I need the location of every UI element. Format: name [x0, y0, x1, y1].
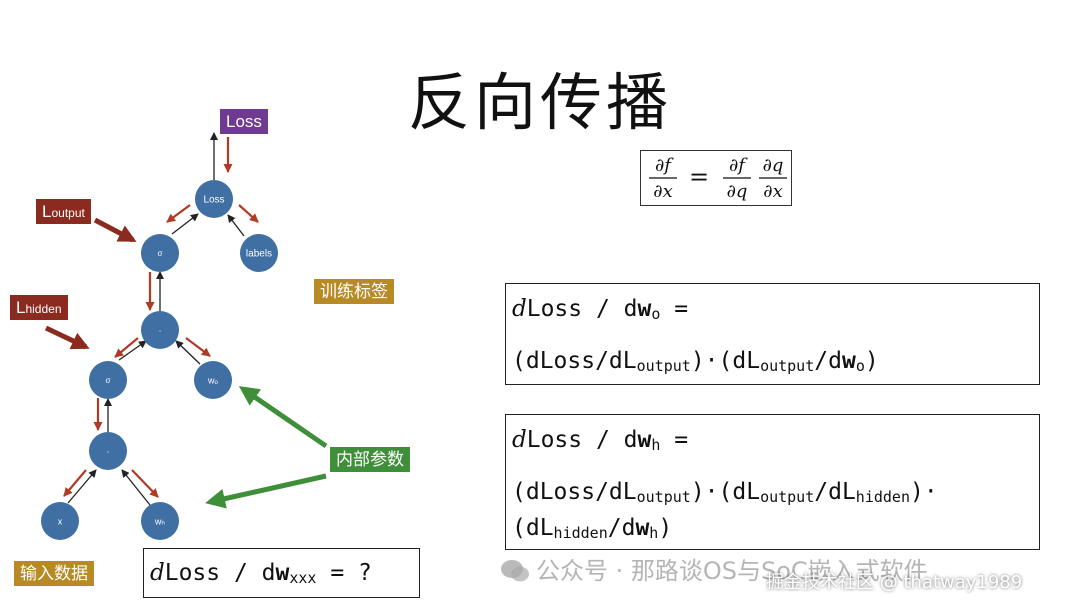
wechat-icon [500, 559, 530, 583]
internal-params-tag: 内部参数 [330, 447, 410, 472]
node-x-label: x [58, 516, 63, 526]
gradient-wo-line1: dLoss / dwo = [512, 296, 689, 323]
l-hidden-sub: hidden [25, 302, 62, 316]
loss-tag: Loss [220, 109, 268, 134]
r1-denominator: ∂q [727, 181, 748, 202]
gradient-wh-line1: dLoss / dwh = [512, 427, 689, 454]
grad-to-labels [238, 204, 259, 223]
grad-to-x [63, 469, 87, 497]
grad-to-sigma2 [114, 337, 139, 358]
pointer-l-hidden [44, 325, 90, 350]
r2-denominator: ∂x [763, 181, 782, 202]
node-wo-label: wₒ [207, 375, 218, 385]
input-data-tag: 输入数据 [14, 561, 94, 586]
r2-numerator: ∂q [763, 155, 784, 176]
equals-sign: = [689, 163, 709, 191]
label-pointers [44, 217, 137, 350]
gradient-xxx-box: dLoss / dwxxx = ? [143, 548, 420, 598]
lhs-numerator: ∂f [655, 155, 674, 176]
grad-to-wo [185, 337, 211, 357]
node-dot-mid-label: · [158, 326, 161, 337]
pointer-wo [238, 386, 328, 449]
juejin-watermark: 掘金技术社区 @ thatway1989 [766, 572, 1023, 593]
node-sigma-mid-label: σ [106, 376, 111, 385]
l-hidden-tag: Lhidden [10, 295, 68, 320]
l-hidden-main: L [16, 298, 26, 317]
gradient-wh-line2: (dLoss/dLoutput)·(dLoutput/dLhidden)· [512, 479, 938, 506]
chain-rule-formula: ∂f ∂x = ∂f ∂q ∂q ∂x [640, 150, 792, 206]
nodes: Loss σ labels · σ wₒ · x wₕ [41, 180, 278, 540]
l-output-sub: output [51, 206, 85, 220]
forward-edges [67, 132, 245, 506]
gradient-wh-box: dLoss / dwh = (dLoss/dLoutput)·(dLoutput… [505, 414, 1040, 550]
pointer-wh [205, 473, 327, 509]
edge-sigma-loss [171, 213, 199, 235]
backward-edges [63, 137, 259, 498]
node-sigma-top-label: σ [158, 249, 163, 258]
train-labels-tag: 训练标签 [314, 279, 394, 304]
param-pointers [205, 386, 328, 509]
wechat-text: 公众号 · 那路谈OS与SoC嵌入式软件 [536, 557, 928, 585]
node-dot-low [89, 432, 127, 470]
l-output-tag: Loutput [36, 199, 91, 224]
gradient-wo-box: dLoss / dwo = (dLoss/dLoutput)·(dLoutput… [505, 283, 1040, 385]
node-x [41, 502, 79, 540]
gradient-wh-line3: (dLhidden/dwh) [512, 515, 673, 542]
node-sigma-top [141, 234, 179, 272]
node-labels [240, 234, 278, 272]
node-wo [194, 361, 232, 399]
lhs-denominator: ∂x [653, 181, 672, 202]
node-loss [195, 180, 233, 218]
gradient-wo-line2: (dLoss/dLoutput)·(dLoutput/dwo) [512, 348, 879, 375]
page-title: 反向传播 [407, 66, 672, 139]
edge-labels-loss [227, 214, 245, 237]
r1-numerator: ∂f [729, 155, 748, 176]
wechat-watermark: 公众号 · 那路谈OS与SoC嵌入式软件 [500, 551, 928, 586]
node-dot-low-label: · [106, 447, 109, 458]
node-labels-label: labels [246, 249, 272, 260]
grad-to-wh [131, 469, 159, 498]
gradient-xxx-line: dLoss / dwxxx = ? [150, 560, 372, 587]
node-loss-label: Loss [203, 195, 224, 206]
edge-x-dot [67, 469, 97, 504]
node-wh [141, 502, 179, 540]
edge-wo-dot [175, 340, 201, 365]
l-output-main: L [42, 202, 52, 221]
grad-to-sigma [166, 204, 191, 223]
pointer-l-output [93, 217, 137, 243]
edge-wh-dot [121, 469, 151, 506]
node-wh-label: wₕ [154, 516, 165, 526]
node-dot-mid [141, 311, 179, 349]
node-sigma-mid [89, 361, 127, 399]
